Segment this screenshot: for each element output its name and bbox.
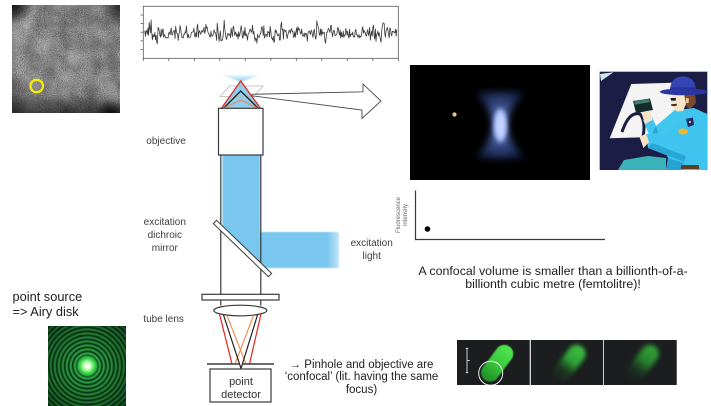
intensity-plot-y-label: Fluorescence intensity: [396, 195, 410, 235]
excitation-light-label-line: excitation: [350, 237, 393, 249]
airy-disk-image: [48, 326, 126, 406]
officer-ear: [686, 98, 689, 103]
officer-hair: [683, 93, 696, 109]
car-seat: [618, 156, 666, 170]
emission-rays-in-focus: [222, 314, 259, 369]
dichroic-label-line: excitation: [143, 216, 186, 228]
dust-speck: [79, 334, 81, 337]
steering-wheel: [620, 112, 646, 138]
magnify-arrow: [251, 82, 382, 120]
pinhole-note-line: → Pinhole and objective are: [289, 359, 434, 371]
illumination-cone-above-focus: [220, 74, 262, 82]
point-source-note: point source => Airy disk: [13, 289, 83, 319]
optical-train: [201, 107, 280, 317]
bleached-cell: [626, 344, 660, 382]
detector-label-line: detector: [221, 388, 261, 401]
focal-plane: [219, 85, 264, 97]
bleached-cell: [553, 344, 586, 382]
fluorescence-fluctuation-trace: [140, 5, 399, 61]
fluorescent-molecule: [452, 112, 457, 117]
caption-line: billionth cubic metre (femtolitre)!: [465, 276, 641, 291]
excitation-light-label: excitation light: [342, 237, 402, 263]
emission-ray: [240, 314, 259, 369]
bleach-frame-2: [530, 340, 604, 385]
point-source-line: point source: [12, 288, 83, 304]
ray-cone-in-focus: [223, 90, 259, 109]
lower-arm-shading: [648, 143, 686, 162]
yellow-region-marker: [29, 78, 45, 94]
radar-gun-highlight: [634, 99, 650, 105]
hat-brim: [659, 88, 708, 96]
trace-axis-ticks: [140, 14, 399, 61]
point-detector-label: point detector: [211, 376, 272, 402]
officer-lower-hand: [639, 133, 649, 148]
pinhole-note-line: focus): [345, 383, 378, 396]
radar-officer-clipart: [599, 71, 708, 170]
dichroic-mirror-label: excitation dichroic mirror: [135, 216, 195, 256]
bleach-frame-3: [604, 340, 677, 385]
emission-ray: [222, 314, 242, 369]
caption-line: A confocal volume is smaller than a bill…: [418, 263, 688, 278]
mustache: [671, 103, 677, 106]
fluorescence-trace-line: [144, 19, 398, 44]
detector-label-line: point: [229, 375, 253, 388]
dichroic-label-line: dichroic: [147, 230, 183, 242]
point-source-line: => Airy disk: [12, 303, 79, 319]
tube-lens: [213, 304, 268, 317]
duty-belt: [681, 165, 699, 169]
excitation-light-label-line: light: [362, 250, 381, 262]
objective-label: objective: [146, 136, 186, 147]
dichroic-mirror: [212, 219, 273, 278]
excitation-beam: [222, 155, 339, 268]
confocal-volume-core: [496, 113, 505, 138]
scale-bar: [465, 347, 470, 374]
officer-hand: [641, 111, 653, 124]
windshield-glare: [600, 72, 614, 81]
tube-lens-label: tube lens: [143, 314, 184, 325]
photobleaching-image-series: [457, 340, 677, 385]
bleach-frame-1: [457, 340, 530, 385]
y-label-line: intensity: [403, 204, 410, 227]
pinhole-confocal-note: → Pinhole and objective are ‘confocal’ (…: [282, 359, 442, 396]
emission-ray: [226, 315, 247, 365]
emission-ray: [234, 315, 255, 365]
fluorescence-intensity-plot: [414, 190, 605, 241]
pinhole-note-line: ‘confocal’ (lit. having the same: [284, 371, 439, 384]
emission-rays-below-focus: [226, 315, 255, 365]
confocal-volume-caption: A confocal volume is smaller than a bill…: [403, 263, 703, 291]
bleach-region-marker: [478, 360, 504, 385]
torso-shading: [666, 158, 684, 170]
ray-cone-below-focus: [223, 99, 259, 109]
intensity-data-point: [424, 226, 431, 232]
tube-lens-mount: [201, 293, 280, 301]
sample-fluorescence-image: [12, 5, 120, 113]
dichroic-label-line: mirror: [151, 243, 178, 255]
vignette-bottom-left: [12, 5, 120, 113]
objective-lens: [217, 107, 264, 156]
ray-cone-above-focus: [220, 79, 262, 109]
shoulder-patch-emblem: [688, 120, 692, 124]
emission-rays-above-focus: [218, 313, 262, 365]
emission-ray: [248, 313, 262, 365]
emission-ray: [218, 313, 233, 365]
badge: [678, 128, 688, 135]
point-detector: [209, 368, 272, 403]
confocal-volume-image: [410, 65, 590, 180]
sunglasses: [670, 98, 676, 101]
